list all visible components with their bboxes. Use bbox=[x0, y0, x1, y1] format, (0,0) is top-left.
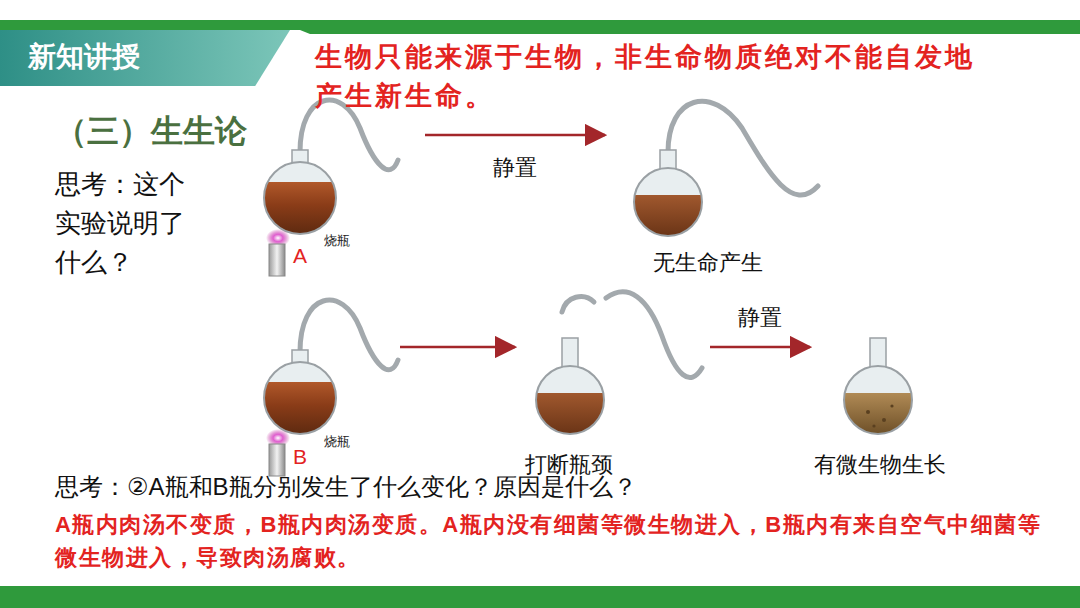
heated-flask: 烧瓶 A bbox=[250, 95, 425, 280]
flask-label: 烧瓶 bbox=[324, 233, 350, 249]
flask-letter: A bbox=[293, 243, 307, 268]
step-caption: 打断瓶颈 bbox=[525, 452, 613, 478]
spoiled-flask: 有微生物生长 bbox=[810, 325, 952, 485]
tab-title: 新知讲授 bbox=[28, 40, 140, 74]
flask-letter: B bbox=[293, 444, 307, 469]
edge-label: 静置 bbox=[735, 303, 785, 333]
flow-arrow bbox=[400, 346, 515, 349]
section-heading: （三）生生论 bbox=[55, 110, 247, 154]
edge-label: 静置 bbox=[490, 153, 540, 183]
result-flask: 无生命产生 bbox=[605, 95, 845, 280]
result-caption: 无生命产生 bbox=[653, 250, 763, 276]
answer-text: A瓶内肉汤不变质，B瓶内肉汤变质。A瓶内没有细菌等微生物进入，B瓶内有来自空气中… bbox=[55, 508, 1045, 574]
question-text: 思考：这个实验说明了什么？ bbox=[55, 165, 195, 282]
result-caption: 有微生物生长 bbox=[814, 452, 946, 478]
broken-neck-flask: 打断瓶颈 bbox=[515, 280, 710, 485]
heated-flask: 烧瓶 B bbox=[250, 300, 400, 480]
flow-arrow bbox=[710, 346, 810, 349]
key-statement: 生物只能来源于生物，非生命物质绝对不能自发地产生新生命。 bbox=[315, 38, 995, 116]
flask-label: 烧瓶 bbox=[324, 434, 350, 450]
section-tab: 新知讲授 bbox=[0, 30, 290, 86]
flow-arrow bbox=[425, 134, 605, 137]
